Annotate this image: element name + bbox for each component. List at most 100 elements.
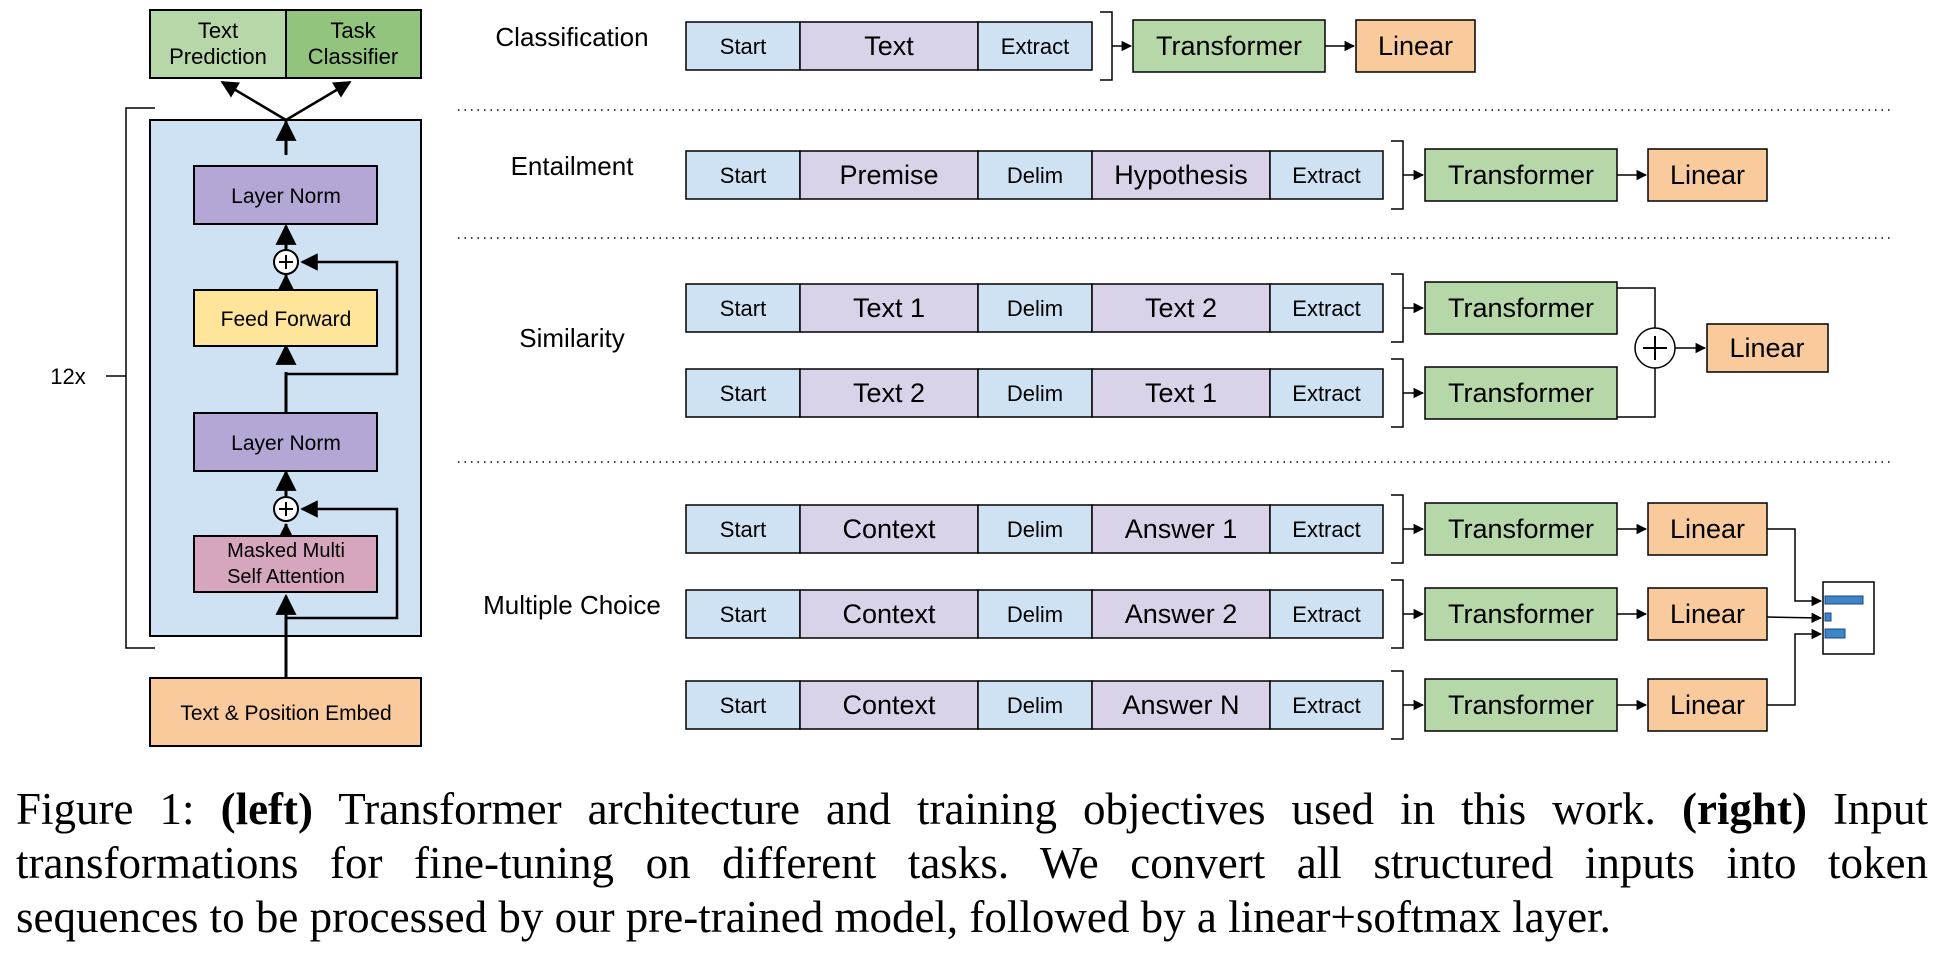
transformer-label: Transformer bbox=[1448, 378, 1594, 408]
token-label: Text 2 bbox=[853, 378, 925, 408]
token-box bbox=[799, 368, 979, 418]
arrow-to-task-classifier bbox=[285, 80, 352, 122]
token-label: Delim bbox=[1007, 296, 1063, 321]
token-box bbox=[799, 504, 979, 554]
sequence-bracket bbox=[1391, 273, 1404, 343]
token-label: Context bbox=[842, 514, 936, 544]
token-label: Extract bbox=[1292, 296, 1360, 321]
token-label: Answer 2 bbox=[1125, 599, 1238, 629]
token-label: Text 2 bbox=[1145, 293, 1217, 323]
arrow-to-softmax bbox=[1767, 528, 1823, 607]
token-box bbox=[685, 680, 801, 730]
linear-label: Linear bbox=[1670, 599, 1745, 629]
transformer-box bbox=[1424, 366, 1618, 420]
token-box bbox=[1269, 680, 1384, 730]
combine-line-lower bbox=[1617, 368, 1656, 418]
task-label: Similarity bbox=[519, 323, 624, 353]
token-label: Delim bbox=[1007, 163, 1063, 188]
token-box bbox=[977, 589, 1093, 639]
linear-label: Linear bbox=[1670, 160, 1745, 190]
token-label: Delim bbox=[1007, 693, 1063, 718]
token-box bbox=[977, 504, 1093, 554]
transformer-box bbox=[1424, 281, 1618, 335]
transformer-label: Transformer bbox=[1448, 293, 1594, 323]
arrow-to-text-prediction bbox=[220, 80, 287, 122]
embed-label: Text & Position Embed bbox=[180, 702, 391, 725]
sequence-bracket bbox=[1391, 140, 1404, 210]
token-box bbox=[1091, 589, 1271, 639]
repeat-label: 12x bbox=[50, 364, 85, 389]
caption-line-3: sequences to be processed by our pre-tra… bbox=[16, 892, 1611, 942]
token-label: Context bbox=[842, 599, 936, 629]
residual-attention bbox=[286, 500, 399, 620]
residual-feedforward bbox=[286, 253, 399, 376]
token-label: Start bbox=[720, 34, 766, 59]
feed-forward-label: Feed Forward bbox=[221, 308, 352, 331]
token-label: Extract bbox=[1292, 163, 1360, 188]
layer-norm-upper-label: Layer Norm bbox=[231, 185, 341, 208]
arrow-to-softmax bbox=[1766, 612, 1823, 624]
token-label: Extract bbox=[1001, 34, 1069, 59]
linear-box bbox=[1706, 323, 1829, 373]
linear-label: Linear bbox=[1378, 31, 1453, 61]
token-label: Delim bbox=[1007, 517, 1063, 542]
combine-line-upper bbox=[1617, 287, 1656, 328]
token-label: Start bbox=[720, 693, 766, 718]
token-box bbox=[799, 680, 979, 730]
sequence-bracket bbox=[1100, 11, 1113, 81]
token-box bbox=[685, 589, 801, 639]
linear-label: Linear bbox=[1670, 514, 1745, 544]
token-box bbox=[1269, 283, 1384, 333]
token-box bbox=[799, 589, 979, 639]
transformer-box bbox=[1424, 148, 1618, 202]
token-box bbox=[1269, 589, 1384, 639]
task-label: Multiple Choice bbox=[483, 590, 661, 620]
token-box bbox=[685, 368, 801, 418]
token-label: Text 1 bbox=[853, 293, 925, 323]
token-label: Delim bbox=[1007, 381, 1063, 406]
sequence-bracket bbox=[1391, 670, 1404, 740]
linear-label: Linear bbox=[1670, 690, 1745, 720]
token-box bbox=[799, 21, 979, 71]
transformer-box bbox=[1424, 678, 1618, 732]
transformer-box bbox=[1424, 587, 1618, 641]
task-label: Classification bbox=[495, 22, 648, 52]
text-prediction-box bbox=[149, 9, 287, 79]
token-box bbox=[977, 680, 1093, 730]
layer-norm-lower-label: Layer Norm bbox=[231, 432, 341, 455]
transformer-label: Transformer bbox=[1448, 690, 1594, 720]
transformer-label: Transformer bbox=[1156, 31, 1302, 61]
token-label: Start bbox=[720, 602, 766, 627]
token-box bbox=[1091, 680, 1271, 730]
token-label: Answer 1 bbox=[1125, 514, 1238, 544]
token-box bbox=[1091, 283, 1271, 333]
token-box bbox=[685, 21, 801, 71]
caption-line-1: Figure 1: (left) Transformer architectur… bbox=[16, 784, 1928, 834]
token-box bbox=[1091, 368, 1271, 418]
token-label: Start bbox=[720, 517, 766, 542]
linear-box bbox=[1647, 678, 1768, 732]
token-box bbox=[1269, 368, 1384, 418]
token-label: Premise bbox=[839, 160, 938, 190]
sum-icon-plus bbox=[1643, 336, 1667, 360]
token-label: Text 1 bbox=[1145, 378, 1217, 408]
token-label: Start bbox=[720, 296, 766, 321]
transformer-label: Transformer bbox=[1448, 514, 1594, 544]
feed-forward-box bbox=[193, 289, 378, 347]
attention-box bbox=[193, 535, 378, 593]
token-label: Start bbox=[720, 163, 766, 188]
softmax-bar bbox=[1824, 628, 1846, 639]
transformer-label: Transformer bbox=[1448, 599, 1594, 629]
token-box bbox=[685, 504, 801, 554]
token-box bbox=[799, 150, 979, 200]
softmax-bar bbox=[1824, 612, 1832, 622]
task-label: Entailment bbox=[511, 151, 635, 181]
token-box bbox=[977, 21, 1093, 71]
linear-label: Linear bbox=[1729, 333, 1804, 363]
